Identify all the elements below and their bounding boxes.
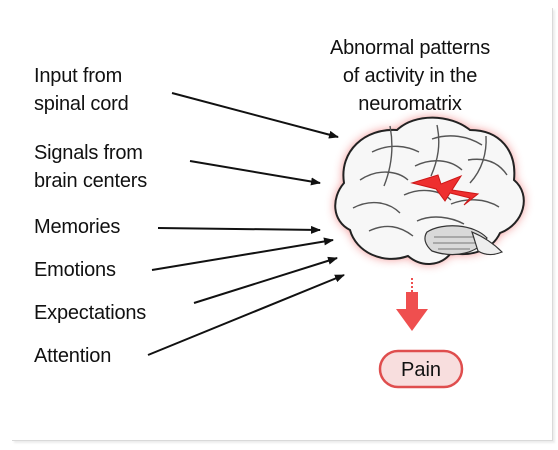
emotions-arrow [152, 240, 333, 270]
pain-label: Pain [380, 358, 462, 382]
brain-illustration [335, 118, 524, 264]
memories-arrow [158, 228, 320, 230]
brain-centers-arrow [190, 161, 320, 183]
spinal-cord-arrow [172, 93, 338, 137]
expectations-arrow [194, 258, 337, 303]
down-arrow-icon [396, 278, 428, 331]
input-arrows [148, 93, 344, 355]
